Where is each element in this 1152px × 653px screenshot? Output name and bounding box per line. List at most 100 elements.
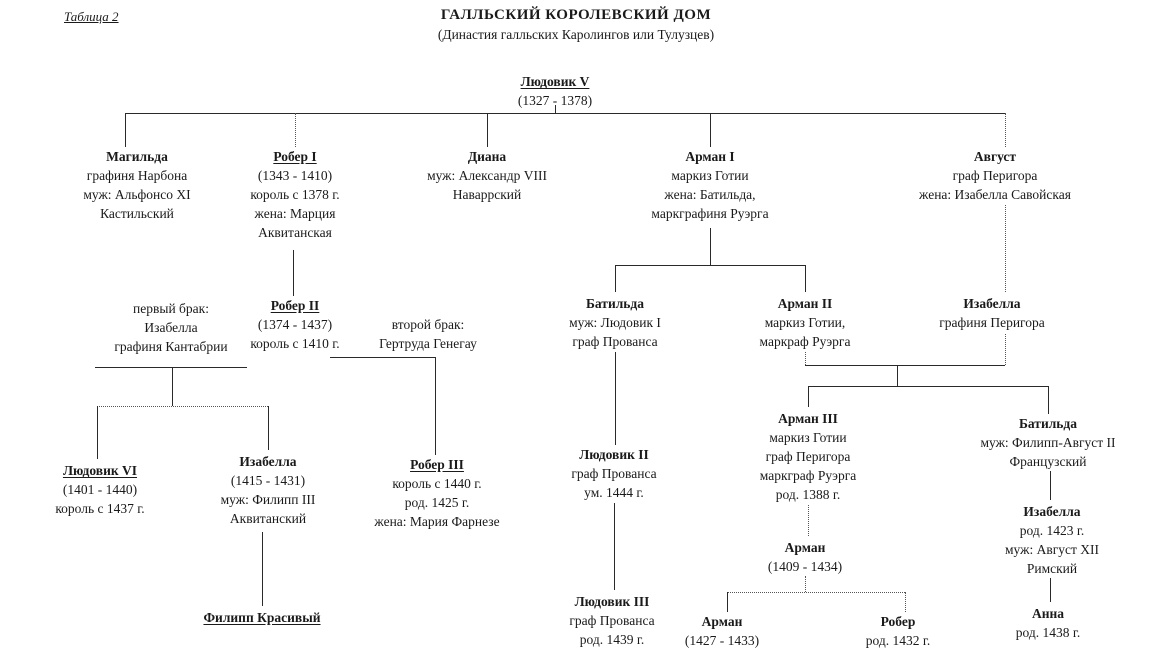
tree-connector-v (293, 250, 294, 296)
tree-connector-v (808, 505, 809, 536)
tree-connector-v (1048, 386, 1049, 414)
tree-connector-v (1005, 334, 1006, 365)
person-name: Людовик II (579, 447, 649, 462)
person-detail: муж: Людовик I (569, 315, 661, 330)
person-detail: (1409 - 1434) (767, 559, 843, 574)
person-name: Робер (880, 614, 916, 629)
tree-connector-v (710, 113, 711, 147)
marriage-detail: второй брак: (391, 317, 465, 332)
person-detail: род. 1439 г. (579, 632, 645, 647)
person-name: Арман III (778, 411, 838, 426)
tree-connector-v (615, 265, 616, 292)
marriage-note-second: второй брак: Гертруда Генегау (353, 315, 503, 353)
person-detail: маркиз Готии (769, 430, 847, 445)
tree-connector-v (435, 357, 436, 455)
person-detail: (1427 - 1433) (684, 633, 760, 648)
person-izabella-1423: Изабелла род. 1423 г. муж: Август XII Ри… (977, 502, 1127, 578)
person-detail: Кастильский (100, 206, 174, 221)
person-detail: муж: Август XII (1005, 542, 1099, 557)
tree-connector-v (1005, 205, 1006, 292)
person-name: Робер II (270, 298, 320, 313)
person-name: Изабелла (239, 454, 297, 469)
tree-connector-v (897, 365, 898, 386)
tree-connector-v (710, 228, 711, 265)
person-name: Людовик VI (62, 463, 138, 478)
person-rober-i: Робер I (1343 - 1410) король с 1378 г. ж… (220, 147, 370, 242)
person-arman-iii: Арман III маркиз Готии граф Перигора мар… (728, 409, 888, 504)
tree-connector-v (262, 532, 263, 606)
person-name: Арман I (685, 149, 735, 164)
person-detail: маркграфиня Руэрга (651, 206, 769, 221)
tree-connector-v (805, 576, 806, 592)
page-title: ГАЛЛЬСКИЙ КОРОЛЕВСКИЙ ДОМ (440, 7, 712, 23)
marriage-note-first: первый брак: Изабелла графиня Кантабрии (96, 299, 246, 356)
person-rober-iii: Робер III король с 1440 г. род. 1425 г. … (352, 455, 522, 531)
tree-connector-h (125, 113, 1005, 114)
person-detail: жена: Марция (254, 206, 336, 221)
tree-connector-v (1050, 471, 1051, 500)
tree-connector-v (615, 352, 616, 445)
tree-connector-v (555, 105, 556, 113)
person-arman-1409: Арман (1409 - 1434) (735, 538, 875, 576)
person-detail: муж: Филипп III (220, 492, 316, 507)
person-batilda-france: Батильда муж: Филипп-Август II Французск… (953, 414, 1143, 471)
person-detail: король с 1437 г. (55, 501, 145, 516)
person-detail: муж: Альфонсо XI (83, 187, 191, 202)
person-detail: род. 1438 г. (1015, 625, 1081, 640)
person-detail: Французский (1009, 454, 1087, 469)
person-detail: (1401 - 1440) (62, 482, 138, 497)
person-name: Арман (701, 614, 743, 629)
tree-connector-v (487, 113, 488, 147)
table-label: Таблица 2 (64, 9, 119, 24)
tree-connector-v (172, 367, 173, 406)
person-diana: Диана муж: Александр VIII Наваррский (402, 147, 572, 204)
person-rober-1432: Робер род. 1432 г. (833, 612, 963, 650)
person-rober-ii: Робер II (1374 - 1437) король с 1410 г. (225, 296, 365, 353)
person-lyudovik-iii: Людовик III граф Прованса род. 1439 г. (542, 592, 682, 649)
person-arman-ii: Арман II маркиз Готии, маркраф Руэрга (735, 294, 875, 351)
person-detail: жена: Мария Фарнезе (374, 514, 500, 529)
person-detail: король с 1378 г. (250, 187, 340, 202)
tree-connector-h (95, 367, 247, 368)
marriage-detail: первый брак: (133, 301, 209, 316)
tree-connector-h (805, 365, 1005, 366)
person-detail: король с 1440 г. (392, 476, 482, 491)
marriage-detail: графиня Кантабрии (114, 339, 228, 354)
person-name: Батильда (585, 296, 645, 311)
person-detail: жена: Изабелла Савойская (919, 187, 1071, 202)
person-detail: (1343 - 1410) (257, 168, 333, 183)
person-name: Робер III (410, 457, 464, 472)
person-name: Батильда (1018, 416, 1078, 431)
person-lyudovik-ii: Людовик II граф Прованса ум. 1444 г. (544, 445, 684, 502)
person-detail: граф Прованса (572, 334, 658, 349)
person-detail: графиня Нарбона (86, 168, 188, 183)
person-detail: король с 1410 г. (250, 336, 340, 351)
person-detail: маркиз Готии (671, 168, 749, 183)
person-izabella-1415: Изабелла (1415 - 1431) муж: Филипп III А… (198, 452, 338, 528)
tree-connector-v (1050, 578, 1051, 602)
page-subtitle: (Династия галльских Каролингов или Тулуз… (437, 27, 715, 42)
person-name: Август (973, 149, 1017, 164)
person-name: Изабелла (1023, 504, 1081, 519)
tree-connector-v (805, 352, 806, 365)
person-magilda: Магильда графиня Нарбона муж: Альфонсо X… (62, 147, 212, 223)
tree-connector-v (805, 265, 806, 292)
tree-connector-v (125, 113, 126, 147)
person-name: Людовик V (520, 74, 590, 89)
person-detail: маркраф Руэрга (759, 334, 851, 349)
tree-connector-h (808, 386, 1048, 387)
person-anna: Анна род. 1438 г. (983, 604, 1113, 642)
marriage-detail: Изабелла (144, 320, 198, 335)
person-arman-1427: Арман (1427 - 1433) (657, 612, 787, 650)
person-name: Арман (784, 540, 826, 555)
person-detail: графиня Перигора (939, 315, 1045, 330)
person-avgust: Август граф Перигора жена: Изабелла Саво… (890, 147, 1100, 204)
person-lyudovik-vi: Людовик VI (1401 - 1440) король с 1437 г… (25, 461, 175, 518)
person-name: Изабелла (963, 296, 1021, 311)
tree-connector-v (295, 113, 296, 147)
person-name: Филипп Красивый (203, 610, 321, 625)
person-detail: маркграф Руэрга (759, 468, 857, 483)
tree-connector-v (905, 592, 906, 612)
person-name: Людовик III (574, 594, 650, 609)
